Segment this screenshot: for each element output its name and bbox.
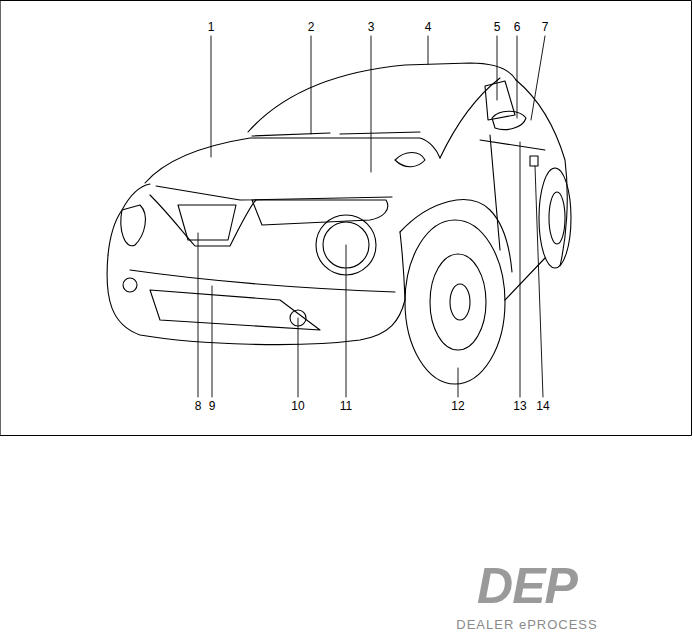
callout-number: 1 xyxy=(208,21,215,33)
callout-number: 11 xyxy=(340,400,352,412)
callout-number: 2 xyxy=(308,21,315,33)
callout-number: 14 xyxy=(536,400,549,412)
callout-number: 13 xyxy=(513,400,526,412)
callout-number: 12 xyxy=(451,400,464,412)
logo-text: DEALER ePROCESS xyxy=(456,618,597,631)
callout-number: 10 xyxy=(291,400,304,412)
callout-number: 5 xyxy=(494,21,501,33)
callout-number: 4 xyxy=(425,21,432,33)
callout-number: 8 xyxy=(195,400,202,412)
callout-number: 6 xyxy=(514,21,521,33)
callout-number: 9 xyxy=(209,400,216,412)
callout-number: 7 xyxy=(542,21,549,33)
callout-number: 3 xyxy=(368,21,375,33)
logo-mark: DEP xyxy=(477,561,577,611)
frame xyxy=(1,1,692,436)
leader-lines xyxy=(198,36,545,397)
